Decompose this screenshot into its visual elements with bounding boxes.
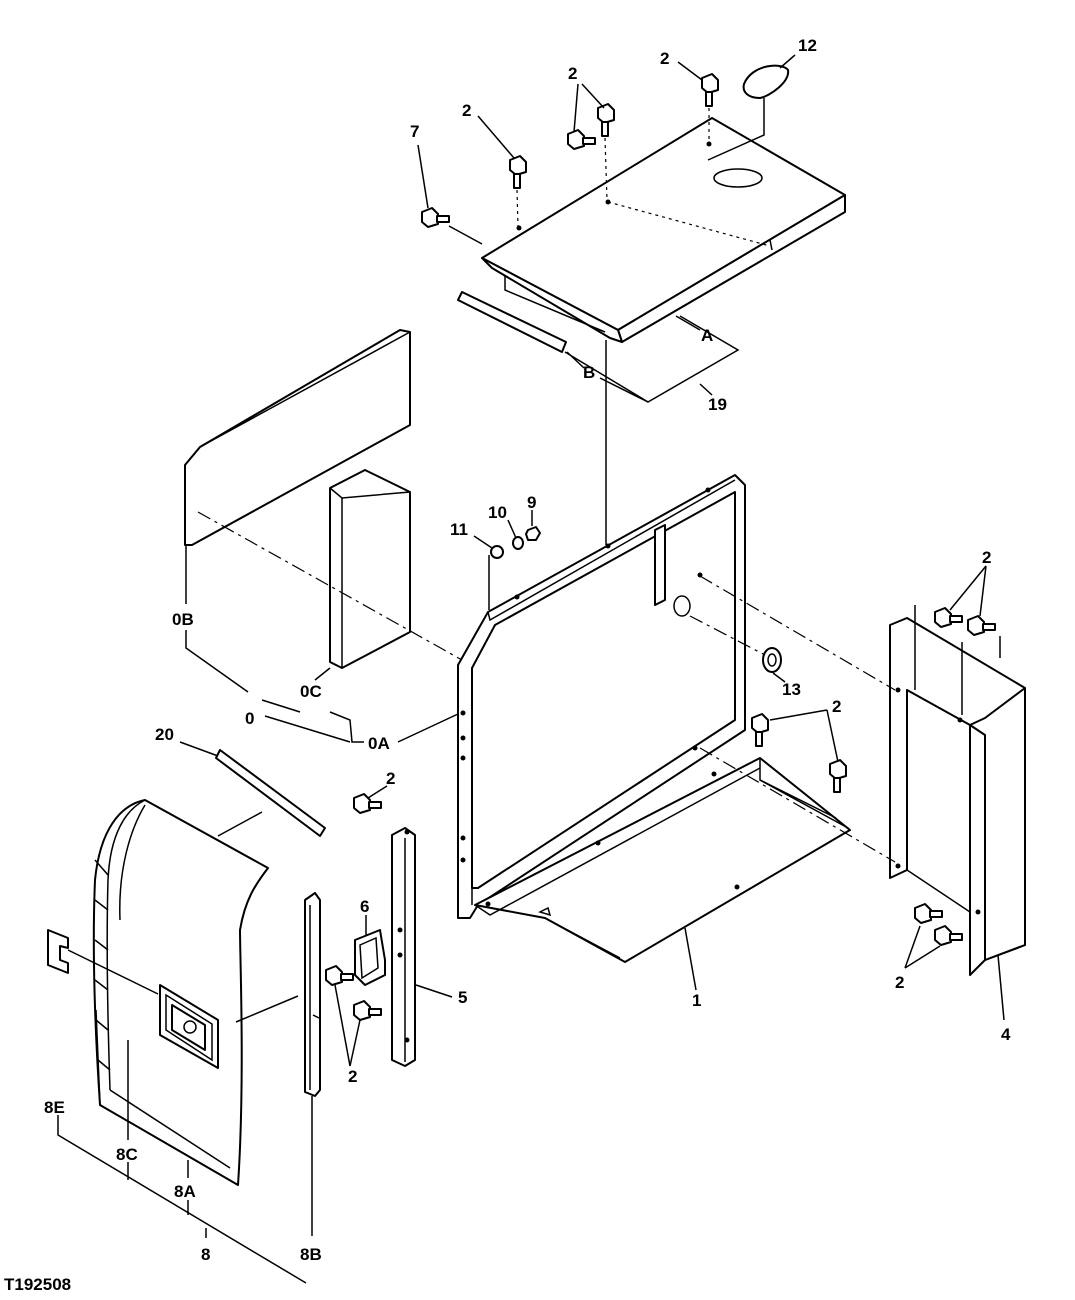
label-4: 4 xyxy=(1001,1025,1011,1044)
bolt-right-3 xyxy=(914,903,943,924)
label-0C: 0C xyxy=(300,682,322,701)
side-panel-4 xyxy=(889,617,1026,976)
label-12: 12 xyxy=(798,36,817,55)
label-2-b: 2 xyxy=(568,64,577,83)
label-2-h: 2 xyxy=(348,1067,357,1086)
label-0A: 0A xyxy=(368,734,390,753)
latch-bracket-6 xyxy=(354,929,386,986)
bolt-center-1 xyxy=(751,713,769,747)
cap-12 xyxy=(707,64,790,161)
grommet-13 xyxy=(762,647,782,673)
bottom-plate-1 xyxy=(474,757,851,963)
panel-0C xyxy=(329,469,411,669)
bolt-hinge-1 xyxy=(353,793,382,814)
hinge-5 xyxy=(391,827,416,1067)
label-19: 19 xyxy=(708,395,727,414)
bolt-7 xyxy=(421,207,483,245)
main-frame xyxy=(457,474,746,919)
panel-0B xyxy=(184,329,411,546)
leader-lines xyxy=(57,54,1005,1284)
alignment-4 xyxy=(699,575,896,691)
label-0: 0 xyxy=(245,709,254,728)
bolt-right-1 xyxy=(934,607,963,628)
alignment-0B xyxy=(197,511,463,661)
label-8: 8 xyxy=(201,1245,210,1264)
bolt-top-2 xyxy=(597,103,615,201)
bolt-right-2 xyxy=(967,615,996,636)
label-9: 9 xyxy=(527,493,536,512)
decal-8E xyxy=(47,929,69,974)
seal-strip xyxy=(457,291,567,353)
bolt-hinge-3 xyxy=(353,1000,382,1021)
callout-labels: 12 2 2 2 7 A B 19 9 10 11 2 0B 13 0C 2 0… xyxy=(4,36,1011,1294)
bolt-top-1 xyxy=(701,73,719,142)
label-0B: 0B xyxy=(172,610,194,629)
label-10: 10 xyxy=(488,503,507,522)
label-8E: 8E xyxy=(44,1098,65,1117)
label-2-e: 2 xyxy=(832,697,841,716)
label-2-a: 2 xyxy=(660,49,669,68)
label-5: 5 xyxy=(458,988,467,1007)
label-8A: 8A xyxy=(174,1182,196,1201)
label-2-c: 2 xyxy=(462,101,471,120)
label-1: 1 xyxy=(692,991,701,1010)
drawing-reference: T192508 xyxy=(4,1275,71,1294)
label-7: 7 xyxy=(410,122,419,141)
alignment-4b xyxy=(699,747,896,863)
nut-9 xyxy=(525,526,541,541)
label-8C: 8C xyxy=(116,1145,138,1164)
label-A: A xyxy=(701,326,713,345)
washer-10 xyxy=(512,536,524,550)
top-cover xyxy=(481,117,846,343)
bolt-right-4 xyxy=(934,925,963,946)
bolt-top-4 xyxy=(509,155,527,227)
label-2-g: 2 xyxy=(895,973,904,992)
weatherstrip-8B xyxy=(304,892,321,1097)
label-20: 20 xyxy=(155,725,174,744)
label-2-f: 2 xyxy=(386,769,395,788)
label-8B: 8B xyxy=(300,1245,322,1264)
label-13: 13 xyxy=(782,680,801,699)
washer-11 xyxy=(490,545,504,559)
door-8A xyxy=(92,799,269,1186)
seal-20 xyxy=(215,749,326,837)
bolt-center-2 xyxy=(829,759,847,793)
bolt-hinge-2 xyxy=(325,965,354,986)
label-2-d: 2 xyxy=(982,548,991,567)
bolt-top-3 xyxy=(567,129,596,150)
label-B: B xyxy=(583,363,595,382)
label-6: 6 xyxy=(360,897,369,916)
label-11: 11 xyxy=(450,520,468,539)
